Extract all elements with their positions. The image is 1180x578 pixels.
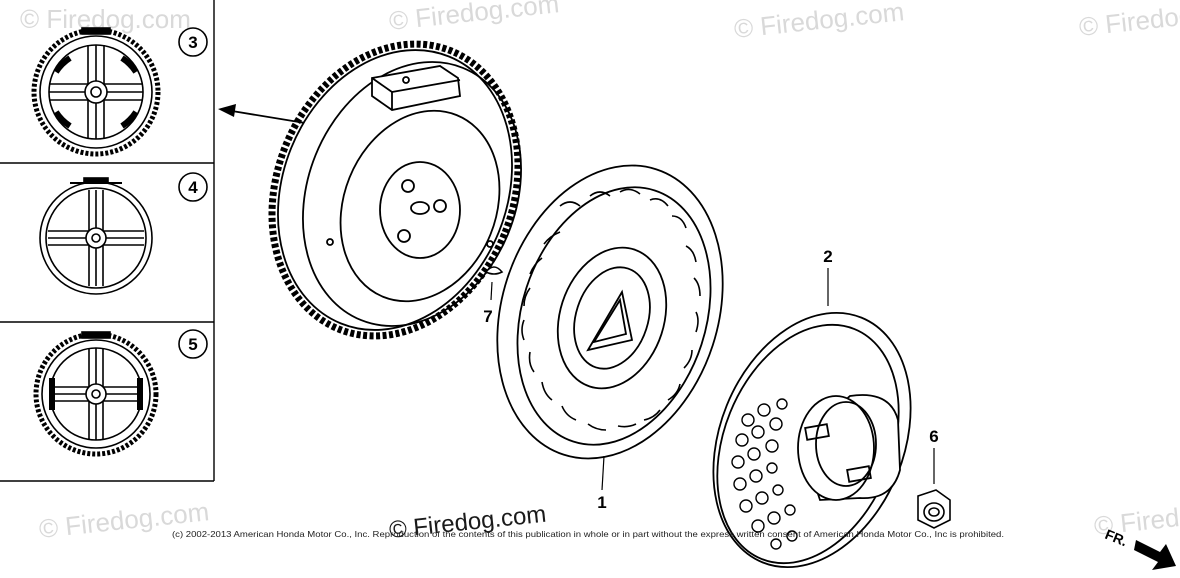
watermark-top-right: © Firedog.com bbox=[732, 0, 905, 44]
variant-3-label: 3 bbox=[178, 27, 208, 57]
flywheel bbox=[268, 40, 522, 340]
variant-5-label: 5 bbox=[178, 329, 208, 359]
woodruff-key: 7 bbox=[483, 266, 504, 326]
variant-pointer-arrow bbox=[218, 104, 306, 124]
flywheel-variant-3 bbox=[31, 27, 161, 157]
callout-5: 5 bbox=[188, 335, 197, 354]
flange-nut bbox=[917, 448, 951, 529]
cooling-fan bbox=[496, 164, 724, 491]
front-label: FR. bbox=[1103, 526, 1130, 549]
watermark-top-mid: © Firedog.com bbox=[387, 0, 560, 36]
starter-pulley bbox=[712, 268, 912, 569]
callout-1: 1 bbox=[597, 493, 606, 512]
front-arrow-icon bbox=[1134, 540, 1176, 570]
callout-2: 2 bbox=[823, 247, 832, 266]
callout-6: 6 bbox=[929, 427, 938, 446]
watermark-top-far-right: © Firedog.com bbox=[1077, 0, 1180, 42]
callout-7: 7 bbox=[483, 307, 492, 326]
variant-4-label: 4 bbox=[178, 172, 208, 202]
callout-4: 4 bbox=[188, 178, 198, 197]
flywheel-variant-5 bbox=[33, 331, 159, 457]
callout-3: 3 bbox=[188, 33, 197, 52]
variant-panel bbox=[0, 0, 215, 482]
front-direction-indicator: FR. bbox=[1103, 526, 1176, 570]
copyright-notice: (c) 2002-2013 American Honda Motor Co., … bbox=[172, 530, 1004, 539]
flywheel-variant-4 bbox=[39, 177, 153, 295]
